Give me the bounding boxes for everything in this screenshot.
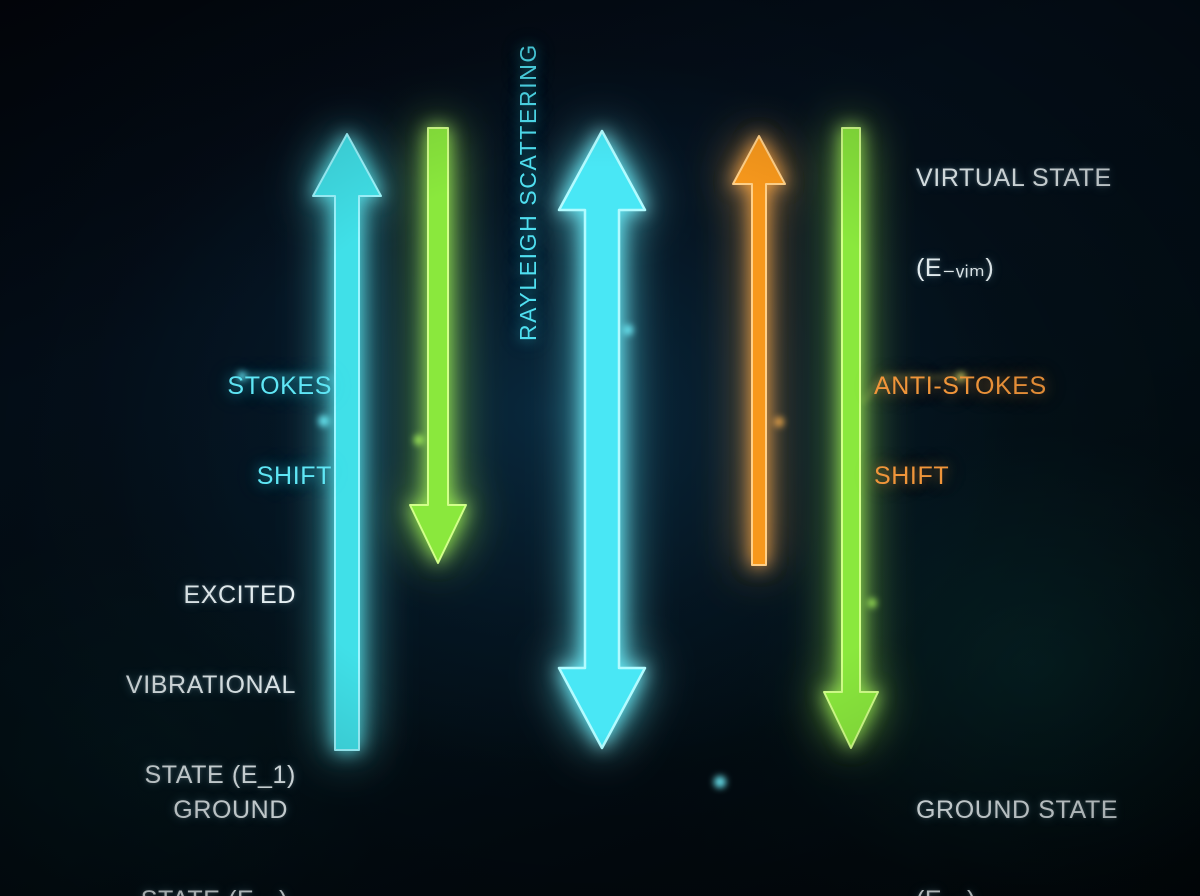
label-rayleigh-text: RAYLEIGH SCATTERING — [515, 43, 541, 342]
antistokes-leader-dot — [956, 372, 966, 382]
label-rayleigh-scattering: RAYLEIGH SCATTERING — [483, 43, 573, 373]
arrow-stokes-excitation — [312, 133, 382, 751]
green-left-tail-dot — [414, 435, 424, 445]
label-excited-line1: EXCITED — [183, 581, 296, 609]
stokes-tail-dot — [318, 415, 330, 427]
label-excited-line2: VIBRATIONAL — [125, 671, 296, 699]
label-ground-left-line1: GROUND — [173, 796, 288, 824]
stokes-leader-dot — [237, 371, 247, 381]
rayleigh-tail-dot — [623, 325, 633, 335]
label-stokes-line1: STOKES — [227, 372, 332, 400]
green-right-tail-dot — [867, 598, 877, 608]
label-ground-right-line2: (E₋₀) — [916, 885, 1118, 896]
arrow-antistokes-excitation — [732, 135, 786, 566]
ground-baseline-leader-dot — [714, 776, 726, 788]
label-virtual-state-line2: (E₋ᵥᵢₘ) — [916, 254, 995, 282]
label-excited-line3: STATE (E_1) — [144, 761, 296, 789]
decorative-annotations — [237, 325, 966, 788]
arrow-stokes-emission — [409, 127, 467, 564]
arrow-antistokes-emission — [823, 127, 879, 749]
label-antistokes-line2: SHIFT — [874, 462, 950, 490]
label-ground-state-right: GROUND STATE (E₋₀) — [916, 735, 1118, 896]
label-antistokes-line1: ANTI-STOKES — [874, 372, 1047, 400]
label-virtual-state-line1: VIRTUAL STATE — [916, 164, 1112, 192]
label-ground-state-left: GROUND STATE (E₋₀) — [46, 735, 288, 896]
label-stokes-shift: STOKES SHIFT — [110, 311, 332, 551]
label-ground-left-line2: STATE (E₋₀) — [46, 885, 288, 896]
label-anti-stokes-shift: ANTI-STOKES SHIFT — [874, 311, 1134, 551]
label-stokes-line2: SHIFT — [256, 462, 332, 490]
arrow-rayleigh — [557, 129, 647, 750]
antistokes-leader-line — [861, 376, 957, 404]
transition-arrows — [312, 127, 879, 751]
label-ground-right-line1: GROUND STATE — [916, 796, 1119, 824]
label-excited-vibrational-state: EXCITED VIBRATIONAL STATE (E_1) — [46, 520, 296, 850]
orange-tail-dot — [774, 417, 784, 427]
label-virtual-state: VIRTUAL STATE (E₋ᵥᵢₘ) — [916, 103, 1112, 343]
